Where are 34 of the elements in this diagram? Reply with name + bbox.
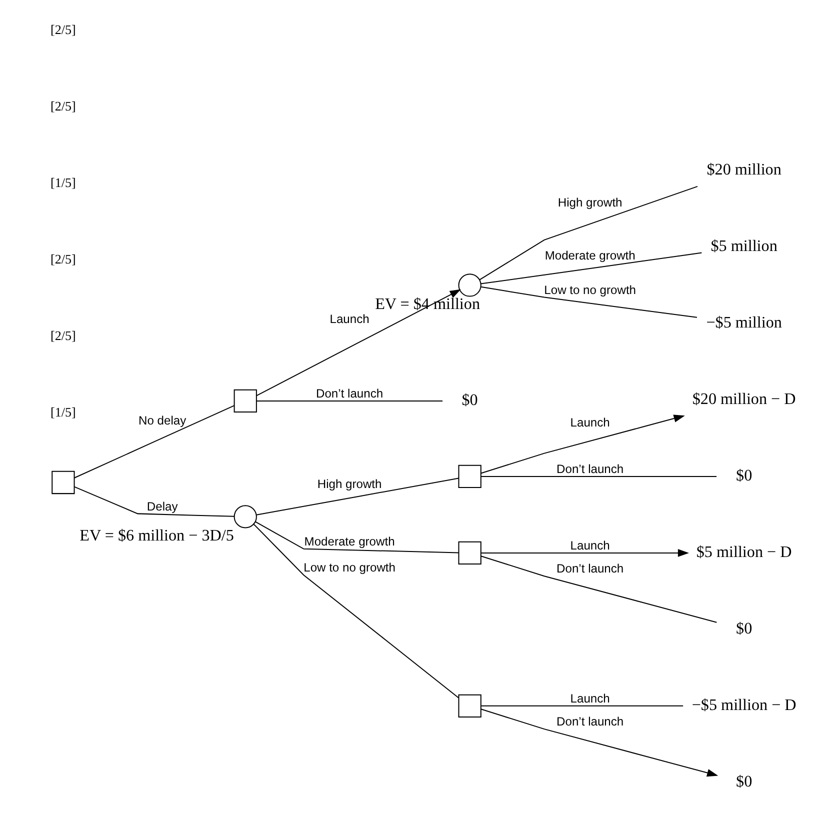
label: [2/5] (50, 22, 76, 38)
node-text: $0 (736, 620, 752, 638)
edge-label: Low to no growth (303, 560, 395, 575)
edge-label: Moderate growth (544, 248, 635, 263)
edge-label: Moderate growth (304, 534, 394, 548)
node-text: −$5 million (706, 314, 782, 332)
edge-label: Delay (146, 499, 178, 514)
edge-label: Don’t launch (316, 386, 383, 401)
node-text: $0 (736, 773, 752, 790)
edge-label: Launch (570, 692, 610, 706)
node-text: $20 million (706, 161, 781, 178)
node-text: $5 million (710, 238, 777, 255)
edge-label: Launch (329, 312, 369, 326)
label: [2/5] (50, 328, 76, 343)
label: [1/5] (50, 174, 76, 190)
node-text: $0 (461, 392, 478, 409)
label: [1/5] (50, 404, 76, 420)
edge-label: No delay (138, 414, 186, 428)
edge-label: High growth (316, 477, 382, 492)
edge-label: Launch (570, 538, 610, 553)
edge-label: Don’t launch (556, 714, 624, 729)
node-label: EV = $4 million (374, 296, 480, 314)
node-text: $5 million − D (696, 544, 792, 561)
label: [2/5] (50, 98, 76, 114)
node-text: $20 million − D (692, 390, 796, 408)
edge-label: Don’t launch (556, 562, 624, 576)
edge-label: Low to no growth (544, 282, 636, 297)
label: [2/5] (50, 251, 76, 266)
node-label: EV = $6 million − 3D/5 (79, 528, 234, 545)
edge-label: High growth (557, 195, 622, 210)
node-text: −$5 million − D (691, 696, 796, 714)
edge-label: Launch (570, 416, 610, 430)
node-text: $0 (736, 467, 752, 484)
edge-label: Don’t launch (556, 462, 624, 476)
